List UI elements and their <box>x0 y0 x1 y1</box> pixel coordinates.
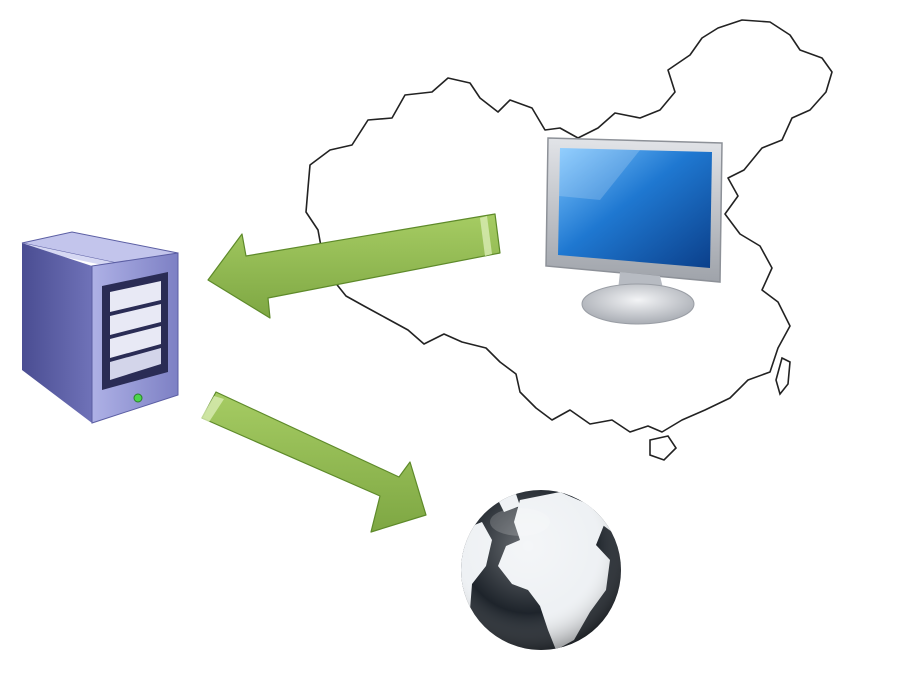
arrow-left-icon <box>207 213 501 319</box>
globe-icon <box>461 490 621 650</box>
china-outline-map-icon <box>305 19 833 461</box>
server-tower-icon <box>21 231 179 424</box>
desktop-monitor-icon <box>545 137 723 325</box>
arrow-down-right-icon <box>201 391 427 533</box>
